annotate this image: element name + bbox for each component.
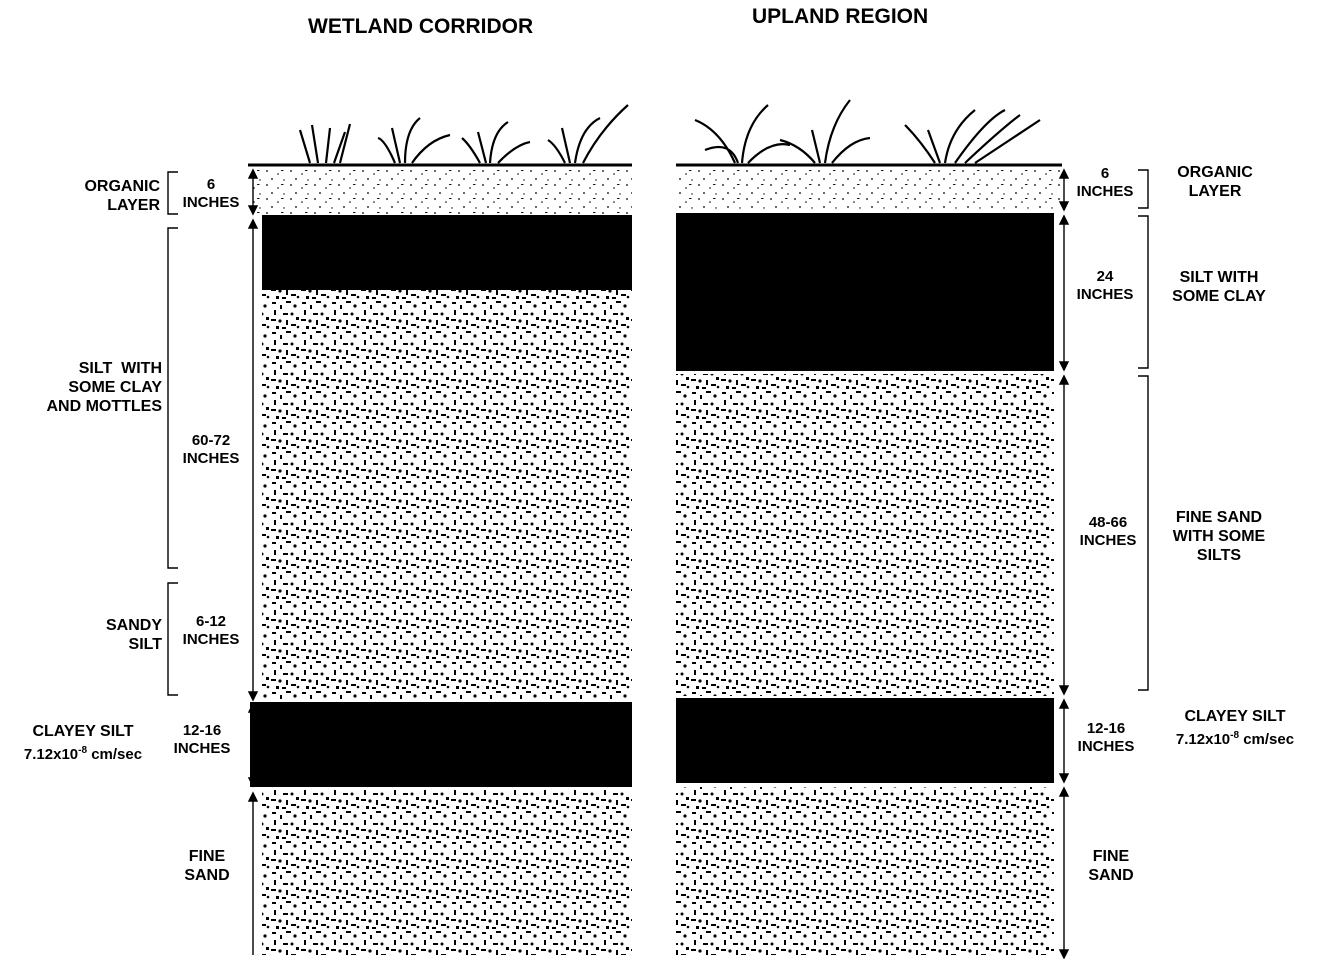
upland-silt-clay-layer [676,213,1054,371]
upland-clayey-silt-layer [676,698,1054,783]
wetland-permeability-exponent: -8 [78,745,88,756]
wetland-corridor-title: WETLAND CORRIDOR [308,15,534,38]
wetland-sandy-silt-label: SANDY SILT [105,617,162,653]
upland-permeability-exponent: -8 [1230,730,1240,741]
wetland-clayey-silt-label: CLAYEY SILT 7.12x10-8 cm/sec [4,722,162,764]
wetland-fine-sand-layer [262,790,632,955]
wetland-clayey-silt-layer [250,702,632,787]
wetland-clayey-silt-thickness: 12-16 INCHES [173,722,231,757]
wetland-thickness-arrows [247,168,259,955]
upland-layer-brackets [1138,169,1149,691]
upland-fine-sand-silts-thickness: 48-66 INCHES [1079,514,1137,549]
upland-organic-layer [676,168,1060,211]
wetland-silt-thickness: 60-72 INCHES [182,432,240,467]
wetland-permeability-base: 7.12x10 [23,746,79,763]
upland-thickness-arrows [1058,168,1070,959]
wetland-grass-icon [298,104,629,164]
wetland-sandy-silt-thickness: 6-12 INCHES [182,613,240,648]
wetland-permeability-unit: cm/sec [87,746,143,763]
wetland-dark-topsoil [262,215,632,290]
upland-organic-layer-label: ORGANIC LAYER [1177,164,1253,200]
upland-silt-clay-label: SILT WITH SOME CLAY [1172,269,1266,305]
upland-organic-thickness: 6 INCHES [1076,165,1134,200]
wetland-layer-brackets [167,171,178,696]
wetland-organic-layer [250,168,632,215]
wetland-clayey-silt-name: CLAYEY SILT [32,723,134,740]
upland-clayey-silt-thickness: 12-16 INCHES [1077,720,1135,755]
upland-region-title: UPLAND REGION [752,5,929,28]
upland-permeability: 7.12x10-8 cm/sec [1158,726,1312,749]
upland-column [676,99,1149,959]
upland-grass-icon [694,99,1041,164]
upland-fine-sand-bottom-layer [676,787,1054,955]
upland-clayey-silt-name: CLAYEY SILT [1184,708,1286,725]
upland-permeability-base: 7.12x10 [1175,731,1231,748]
upland-permeability-unit: cm/sec [1239,731,1295,748]
wetland-silt-clay-mottles-label: SILT WITH SOME CLAY AND MOTTLES [46,360,162,415]
upland-silt-clay-thickness: 24 INCHES [1076,268,1134,303]
upland-clayey-silt-label: CLAYEY SILT 7.12x10-8 cm/sec [1158,707,1312,749]
upland-fine-sand-label: FINE SAND [1088,848,1134,884]
upland-fine-sand-layer [676,374,1054,696]
wetland-organic-thickness: 6 INCHES [182,176,240,211]
wetland-column [167,104,632,955]
wetland-organic-layer-label: ORGANIC LAYER [84,178,160,214]
wetland-permeability: 7.12x10-8 cm/sec [4,741,162,764]
wetland-fine-sand-label: FINE SAND [184,848,230,884]
wetland-silt-clay-layer [262,215,632,700]
upland-fine-sand-silts-label: FINE SAND WITH SOME SILTS [1172,509,1266,564]
